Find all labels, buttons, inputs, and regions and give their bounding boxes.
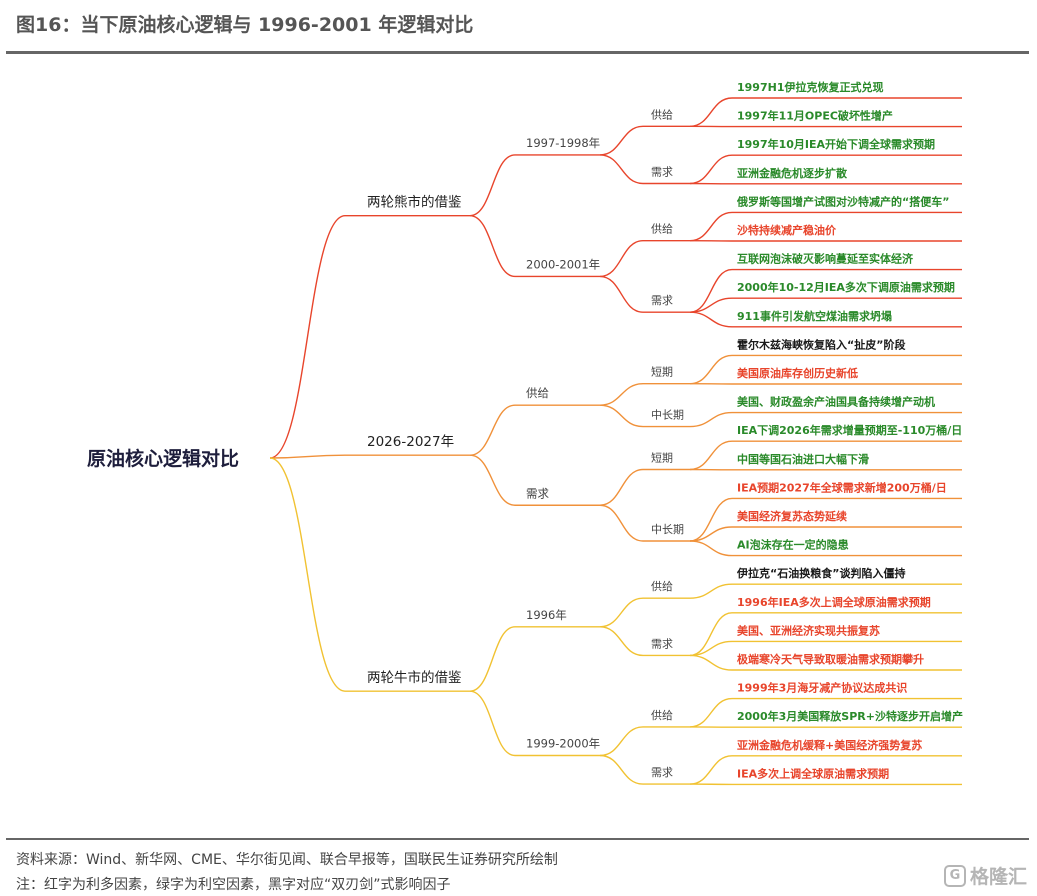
group-connector	[599, 154, 644, 185]
leaf-label: 1997年10月IEA开始下调全球需求预期	[737, 137, 935, 151]
bottom-divider	[6, 838, 1029, 840]
group-label: 需求	[651, 766, 673, 779]
leaf-connector	[689, 154, 733, 185]
leaf-label: IEA下调2026年需求增量预期至-110万桶/日	[737, 423, 962, 437]
leaf-connector	[689, 697, 733, 728]
subbranch-connector	[469, 454, 516, 506]
leaf-label: 美国原油库存创历史新低	[737, 366, 858, 380]
leaf-label: 亚洲金融危机逐步扩散	[737, 166, 848, 180]
group-label: 供给	[651, 579, 673, 593]
leaf-label: 亚洲金融危机缓释+美国经济强势复苏	[737, 738, 922, 752]
leaf-connector	[689, 311, 733, 328]
figure-title: 图16：当下原油核心逻辑与 1996-2001 年逻辑对比	[16, 14, 474, 36]
subbranch-connector	[469, 626, 516, 692]
subbranch-label: 2000-2001年	[526, 257, 600, 271]
subbranch-label: 1997-1998年	[526, 136, 600, 150]
group-connector	[599, 626, 644, 657]
leaf-connector	[689, 497, 733, 542]
leaf-label: 霍尔木兹海峡恢复陷入“扯皮”阶段	[737, 337, 905, 351]
leaf-label: 1997年11月OPEC破坏性增产	[737, 109, 893, 123]
leaf-label: 伊拉克“石油换粮食”谈判陷入僵持	[736, 566, 905, 580]
leaf-label: 1997H1伊拉克恢复正式兑现	[737, 80, 883, 94]
subbranch-connector	[469, 214, 516, 278]
group-connector	[599, 726, 644, 757]
group-connector	[599, 504, 644, 542]
leaf-label: 1996年IEA多次上调全球原油需求预期	[737, 595, 931, 609]
branch-connector	[269, 457, 346, 692]
subbranch-connector	[469, 154, 516, 217]
branch-label: 2026-2027年	[367, 434, 454, 450]
subbranch-label: 需求	[526, 486, 549, 500]
group-label: 中长期	[651, 409, 684, 422]
group-label: 需求	[651, 166, 673, 179]
watermark-logo-icon: G	[943, 864, 966, 887]
watermark-text: 格隆汇	[969, 866, 1027, 888]
subbranch-label: 1996年	[526, 608, 567, 622]
leaf-connector	[689, 268, 733, 313]
leaf-connector	[689, 654, 733, 671]
leaf-label: 俄罗斯等国增产试图对沙特减产的“搭便车”	[736, 194, 949, 208]
group-connector	[599, 468, 644, 506]
leaf-label: 2000年10-12月IEA多次下调原油需求预期	[737, 280, 955, 294]
group-label: 供给	[651, 222, 673, 236]
leaf-label: IEA多次上调全球原油需求预期	[737, 766, 889, 780]
leaf-connector	[689, 755, 733, 785]
branch-label: 两轮牛市的借鉴	[367, 669, 462, 686]
leaf-label: 中国等国石油进口大幅下滑	[737, 452, 869, 466]
group-connector	[599, 404, 644, 428]
group-connector	[599, 383, 644, 406]
leaf-connector	[689, 583, 733, 599]
leaf-label: 911事件引发航空煤油需求坍塌	[737, 309, 892, 323]
branch-connector	[269, 454, 346, 459]
root-node-label: 原油核心逻辑对比	[87, 447, 239, 470]
leaf-connector	[689, 440, 733, 471]
branch-label: 两轮熊市的借鉴	[367, 194, 462, 211]
leaf-label: 美国、亚洲经济实现共振复苏	[737, 623, 880, 637]
leaf-connector	[689, 97, 733, 127]
group-connector	[599, 240, 644, 278]
leaf-label: 2000年3月美国释放SPR+沙特逐步开启增产	[737, 709, 963, 723]
legend-note: 注：红字为利多因素，绿字为利空因素，黑字对应“双刃剑”式影响因子	[16, 877, 451, 893]
leaf-connector	[689, 411, 733, 428]
leaf-connector	[689, 612, 733, 657]
group-connector	[599, 754, 644, 785]
leaf-label: IEA预期2027年全球需求新增200万桶/日	[737, 480, 947, 494]
top-divider	[6, 51, 1029, 54]
group-label: 中长期	[651, 523, 684, 536]
watermark: G 格隆汇	[943, 862, 1027, 889]
group-label: 短期	[651, 365, 673, 379]
leaf-label: 互联网泡沫破灭影响蔓延至实体经济	[737, 252, 914, 266]
leaf-connector	[689, 354, 733, 385]
leaf-label: 美国、财政盈余产油国具备持续增产动机	[737, 395, 935, 409]
leaf-label: 沙特持续减产稳油价	[737, 223, 837, 237]
group-label: 需求	[651, 637, 673, 650]
branch-connector	[269, 214, 346, 459]
leaf-connector	[689, 211, 733, 242]
group-label: 短期	[651, 451, 673, 465]
group-label: 供给	[651, 708, 673, 722]
mindmap-diagram: 两轮熊市的借鉴1997-1998年供给1997H1伊拉克恢复正式兑现1997年1…	[87, 80, 963, 786]
group-connector	[599, 125, 644, 156]
group-label: 需求	[651, 294, 673, 307]
group-connector	[599, 275, 644, 313]
leaf-label: 极端寒冷天气导致取暖油需求预期攀升	[737, 652, 924, 666]
subbranch-connector	[469, 690, 516, 757]
subbranch-label: 1999-2000年	[526, 737, 600, 751]
leaf-connector	[689, 540, 733, 557]
subbranch-label: 供给	[526, 386, 549, 400]
group-label: 供给	[651, 107, 673, 121]
leaf-label: 美国经济复苏态势延续	[737, 509, 847, 523]
group-connector	[599, 597, 644, 628]
source-note: 资料来源：Wind、新华网、CME、华尔街见闻、联合早报等，国联民生证券研究所绘…	[16, 852, 558, 868]
leaf-label: 1999年3月海牙减产协议达成共识	[737, 681, 907, 695]
subbranch-connector	[469, 404, 516, 456]
leaf-label: AI泡沫存在一定的隐患	[737, 538, 849, 552]
